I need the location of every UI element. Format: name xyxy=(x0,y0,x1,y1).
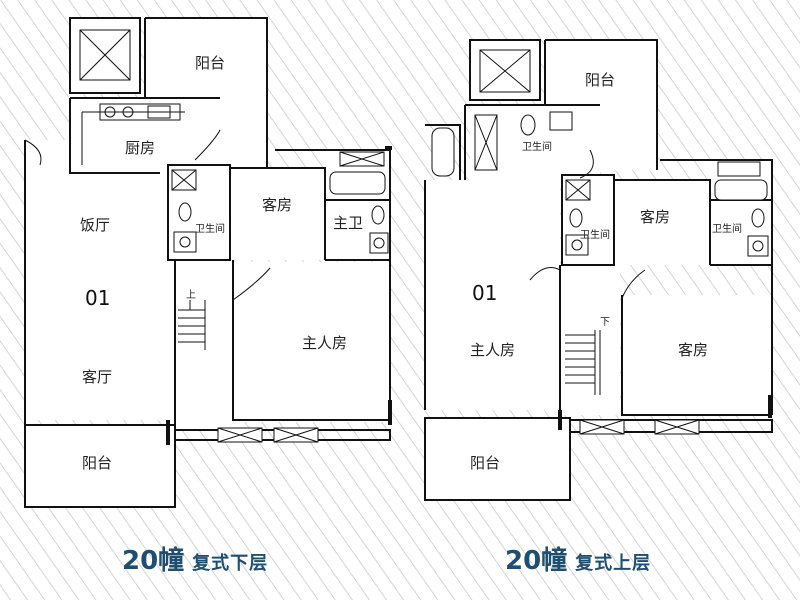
upper-floor-name: 复式上层 xyxy=(575,553,652,574)
upper-building-number: 20幢 xyxy=(505,546,568,576)
lower-bathroom-label: 卫生间 xyxy=(195,222,225,235)
lower-living-room-label: 客厅 xyxy=(82,368,112,386)
upper-balcony-top-label: 阳台 xyxy=(585,71,615,89)
upper-guest-room-right-label: 客房 xyxy=(678,341,708,359)
upper-balcony-bottom-label: 阳台 xyxy=(470,454,500,472)
upper-bathroom-right-label: 卫生间 xyxy=(712,222,742,235)
upper-stairs-down-label: 下 xyxy=(600,317,610,328)
upper-bathroom-top-label: 卫生间 xyxy=(522,140,552,153)
upper-guest-room-top-label: 客房 xyxy=(640,208,670,226)
lower-unit-number: 01 xyxy=(85,286,110,310)
upper-floor-plan: 阳台 卫生间 客房 卫生间 卫生间 01 下 主人房 客房 阳台 xyxy=(424,39,773,501)
upper-floor-caption: 20幢复式上层 xyxy=(505,540,651,577)
lower-building-number: 20幢 xyxy=(122,546,185,576)
lower-kitchen-label: 厨房 xyxy=(125,139,155,157)
lower-guest-room-label: 客房 xyxy=(262,196,292,214)
lower-stairs-up-label: 上 xyxy=(186,289,196,301)
upper-unit-number: 01 xyxy=(472,281,497,305)
lower-dining-label: 饭厅 xyxy=(80,216,110,234)
lower-balcony-bottom-label: 阳台 xyxy=(82,454,112,472)
upper-bathroom-mid-label: 卫生间 xyxy=(580,228,610,241)
lower-floor-name: 复式下层 xyxy=(192,553,269,574)
lower-balcony-top-label: 阳台 xyxy=(195,54,225,72)
lower-floor-plan: 阳台 厨房 饭厅 客房 主卫 卫生间 01 上 主人房 客厅 阳台 xyxy=(24,17,392,508)
lower-master-bath-label: 主卫 xyxy=(333,214,363,232)
lower-master-bedroom-label: 主人房 xyxy=(302,334,347,352)
upper-master-bedroom-label: 主人房 xyxy=(470,341,515,359)
lower-floor-caption: 20幢复式下层 xyxy=(122,540,268,577)
